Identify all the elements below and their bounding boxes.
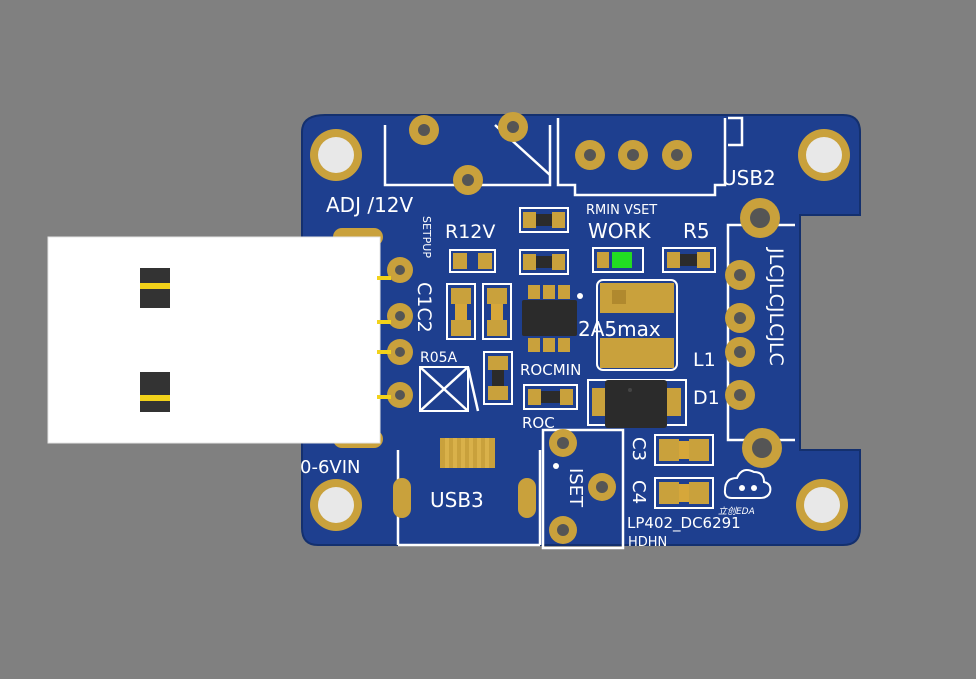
- adj-switch: [383, 112, 552, 195]
- mounting-hole-top-left: [310, 129, 362, 181]
- label-work: WORK: [588, 219, 651, 243]
- label-adj-12v: ADJ /12V: [326, 193, 414, 217]
- mounting-hole-bottom-right: [796, 479, 848, 531]
- label-roc: ROC: [522, 414, 555, 432]
- label-max-current: 2A5max: [578, 317, 661, 341]
- label-c1c2: C1C2: [413, 282, 435, 333]
- iset-switch: [541, 428, 625, 550]
- label-jlc: JLCJLCJLCJLC: [765, 247, 787, 366]
- label-usb2: USB2: [722, 166, 776, 190]
- cloud-logo-icon: [723, 469, 772, 499]
- work-led: [592, 247, 644, 273]
- capacitor-c1: [446, 283, 476, 340]
- label-rocmin: ROCMIN: [520, 361, 581, 379]
- diode-d1: [587, 379, 687, 428]
- resistor-rmin: [519, 207, 569, 233]
- capacitor-c3: [654, 434, 714, 466]
- inductor-l1: [596, 279, 678, 371]
- resistor-roc: [523, 384, 578, 410]
- capacitor-c2: [482, 283, 512, 340]
- resistor-vset: [519, 249, 569, 275]
- label-d1: D1: [693, 387, 720, 409]
- resistor-r12v: [449, 249, 496, 273]
- label-setpup: SETPUP: [420, 216, 433, 258]
- controller-ic: [522, 285, 583, 352]
- usb3-connector: [393, 438, 542, 547]
- label-r12v: R12V: [445, 221, 495, 243]
- right-header: [725, 198, 795, 468]
- label-rmin-vset: RMIN VSET: [586, 203, 657, 218]
- label-r05a: R05A: [420, 350, 458, 366]
- resistor-r5: [662, 247, 716, 273]
- mounting-hole-bottom-left: [310, 479, 362, 531]
- label-part-number: LP402_DC6291: [627, 514, 741, 533]
- capacitor-c4: [654, 477, 714, 509]
- usb2-connector: [556, 116, 744, 197]
- label-hdhn: HDHN: [628, 535, 667, 550]
- label-iset: ISET: [565, 468, 586, 508]
- label-usb3: USB3: [430, 488, 484, 512]
- label-c4: C4: [628, 480, 649, 504]
- label-r5: R5: [683, 219, 710, 243]
- pcb-board: [301, 114, 861, 546]
- label-c3: C3: [628, 437, 649, 461]
- label-input-range: 0-6VIN: [300, 457, 361, 478]
- usb-a-plug: [47, 236, 391, 444]
- resistor-r05a: [483, 351, 513, 405]
- label-l1: L1: [693, 349, 716, 371]
- mounting-hole-top-right: [798, 129, 850, 181]
- label-logo-text: 立创EDA: [718, 506, 755, 517]
- diode-symbol: [419, 366, 480, 412]
